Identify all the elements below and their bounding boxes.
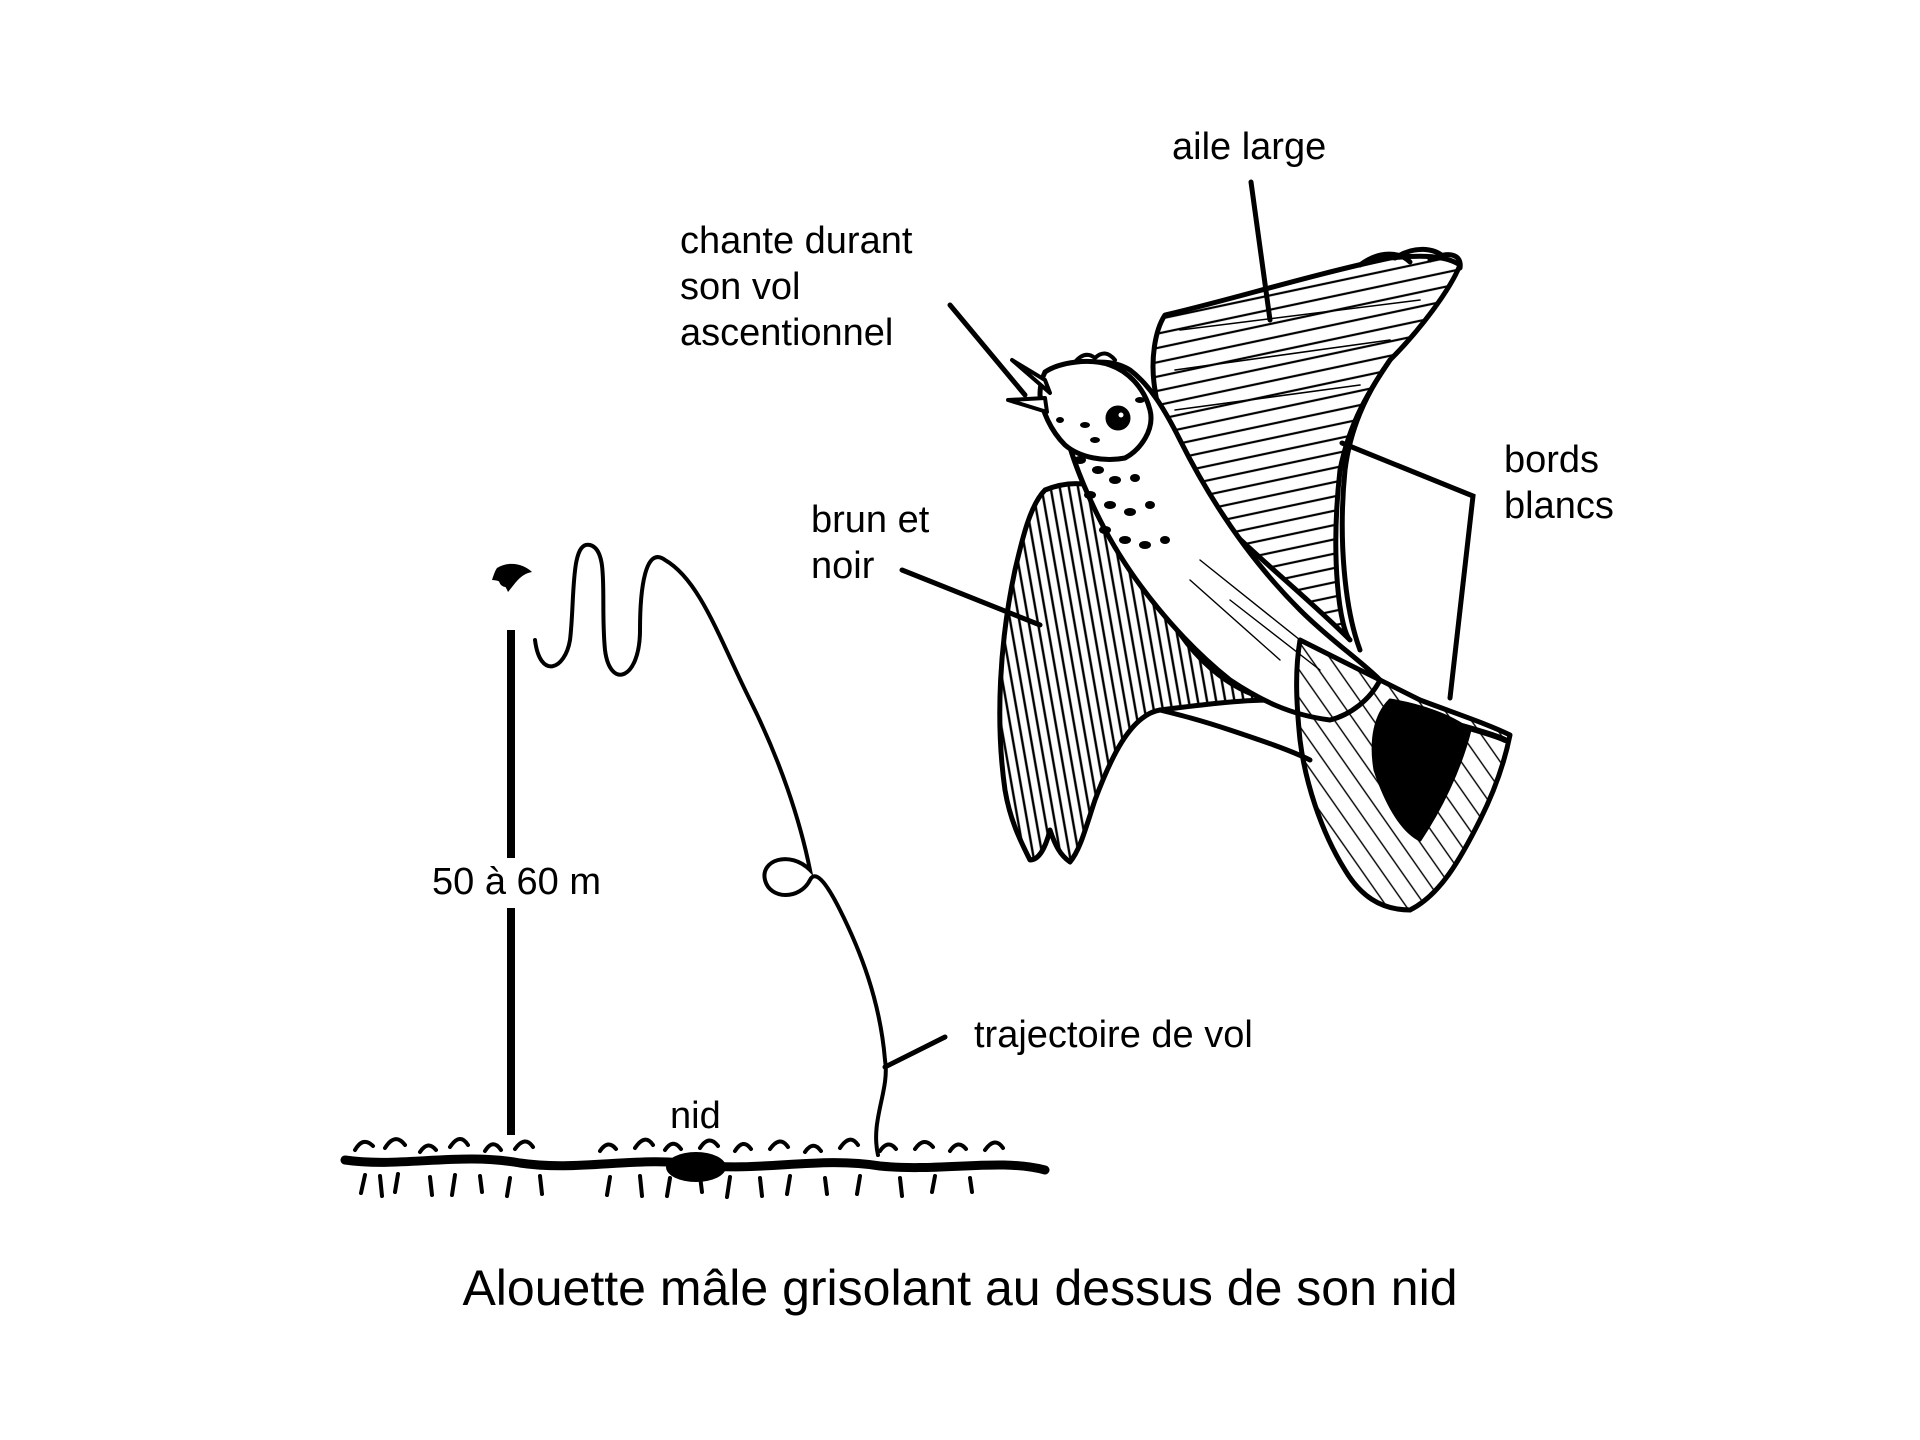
small-bird-icon (492, 563, 532, 592)
breast-spots (1056, 397, 1170, 549)
flight-trajectory (533, 542, 888, 1157)
label-color: brun et noir (811, 499, 930, 587)
bird-head (1037, 358, 1154, 462)
leader-lines (882, 179, 1476, 1070)
leader-song (947, 302, 1028, 398)
beak (1006, 358, 1052, 414)
label-height: 50 à 60 m (432, 861, 601, 903)
label-white-edges: bords blancs (1504, 439, 1614, 527)
label-nest: nid (670, 1095, 721, 1137)
label-wing: aile large (1172, 126, 1327, 168)
label-trajectory: trajectoire de vol (974, 1014, 1253, 1056)
figure-caption: Alouette mâle grisolant au dessus de son… (462, 1260, 1458, 1316)
leader-trajectory (882, 1034, 948, 1070)
lark-illustration (997, 246, 1513, 913)
leader-color (899, 567, 1043, 628)
leader-wing (1248, 179, 1273, 323)
height-label-mask (420, 858, 610, 908)
label-song: chante durant son vol ascentionnel (680, 220, 913, 354)
nest-shape (666, 1152, 726, 1182)
leader-edges (1339, 440, 1476, 701)
